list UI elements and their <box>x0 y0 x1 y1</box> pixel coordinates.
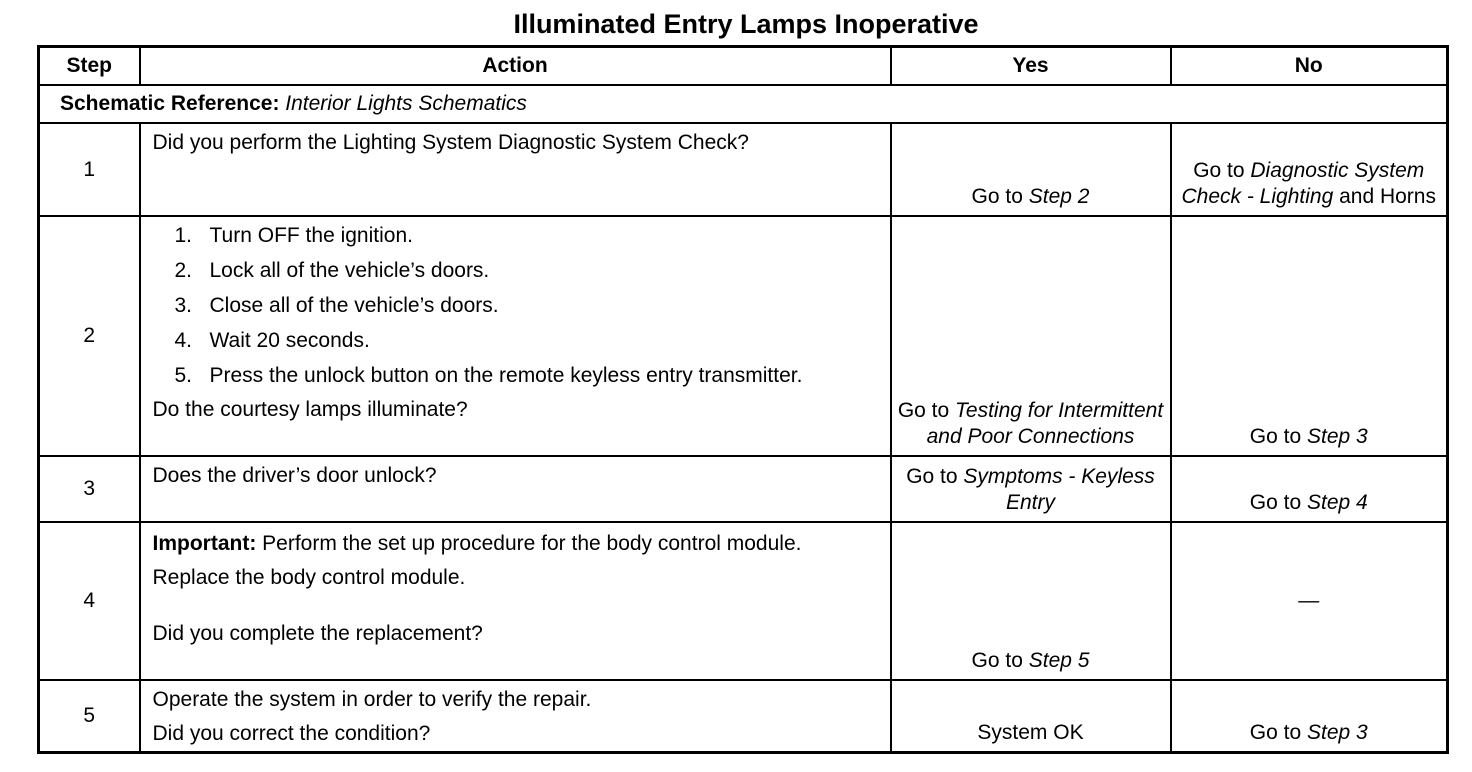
step-link[interactable]: Step 3 <box>1306 425 1368 448</box>
action-text: Replace the body control module. <box>152 566 466 589</box>
important-note: Important: Perform the set up procedure … <box>152 532 802 555</box>
header-row: Step Action Yes No <box>37 45 1449 86</box>
question-text: Did you correct the condition? <box>152 722 431 745</box>
table-row: 3 Does the driver’s door unlock? Go to S… <box>37 455 1449 523</box>
yes-cell: Go to Step 5 <box>889 521 1172 681</box>
procedure-link[interactable]: Symptoms - Keyless Entry <box>963 465 1155 514</box>
table-row: 2 1.Turn OFF the ignition. 2.Lock all of… <box>37 215 1449 457</box>
header-step: Step <box>37 45 141 86</box>
page-title: Illuminated Entry Lamps Inoperative <box>513 9 979 39</box>
action-cell: Important: Perform the set up procedure … <box>138 521 892 681</box>
schematic-row: Schematic Reference: Interior Lights Sch… <box>37 84 1449 124</box>
header-action: Action <box>138 45 892 86</box>
no-cell: Go to Step 4 <box>1169 455 1449 523</box>
procedure-link[interactable]: Testing for Intermittent and Poor Connec… <box>926 399 1164 448</box>
step-link[interactable]: Step 3 <box>1306 720 1368 744</box>
action-cell: Operate the system in order to verify th… <box>138 679 892 753</box>
action-cell: 1.Turn OFF the ignition. 2.Lock all of t… <box>138 215 892 457</box>
action-text: Did you perform the Lighting System Diag… <box>152 131 749 154</box>
step-number: 4 <box>37 521 141 681</box>
yes-cell: Go to Step 2 <box>889 122 1172 217</box>
list-item: 5.Press the unlock button on the remote … <box>174 364 803 387</box>
no-cell: — <box>1169 521 1449 681</box>
table-row: 5 Operate the system in order to verify … <box>37 679 1449 753</box>
action-text: Does the driver’s door unlock? <box>152 464 437 487</box>
header-no: No <box>1169 45 1449 86</box>
action-text: Operate the system in order to verify th… <box>152 688 592 711</box>
no-cell: Go to Step 3 <box>1169 679 1449 753</box>
schematic-reference: Schematic Reference: Interior Lights Sch… <box>37 84 1449 124</box>
diagnostic-table: Step Action Yes No Schematic Reference: … <box>37 45 1449 754</box>
table-row: 4 Important: Perform the set up procedur… <box>37 521 1449 681</box>
schematic-label: Schematic Reference: <box>60 92 280 115</box>
header-yes: Yes <box>889 45 1172 86</box>
step-number: 3 <box>37 455 141 523</box>
step-link[interactable]: Step 5 <box>1028 649 1090 672</box>
list-item: 4.Wait 20 seconds. <box>174 329 370 352</box>
no-cell: Go to Diagnostic System Check - Lighting… <box>1169 122 1449 217</box>
list-item: 2.Lock all of the vehicle’s doors. <box>174 259 490 282</box>
procedure-link[interactable]: Diagnostic System Check - Lighting <box>1181 159 1425 208</box>
list-item: 1.Turn OFF the ignition. <box>174 224 413 247</box>
yes-cell: Go to Testing for Intermittent and Poor … <box>889 215 1172 457</box>
step-link[interactable]: Step 4 <box>1306 491 1368 514</box>
list-item: 3.Close all of the vehicle’s doors. <box>174 294 499 317</box>
table-row: 1 Did you perform the Lighting System Di… <box>37 122 1449 217</box>
schematic-link[interactable]: Interior Lights Schematics <box>285 92 527 115</box>
question-text: Do the courtesy lamps illuminate? <box>152 398 468 421</box>
dash-mark: — <box>1298 589 1320 612</box>
action-cell: Did you perform the Lighting System Diag… <box>138 122 892 217</box>
yes-cell: System OK <box>889 679 1172 753</box>
step-link[interactable]: Step 2 <box>1028 185 1090 208</box>
action-cell: Does the driver’s door unlock? <box>138 455 892 523</box>
important-label: Important: <box>152 532 257 555</box>
step-number: 1 <box>37 122 141 217</box>
step-number: 5 <box>37 679 141 753</box>
step-number: 2 <box>37 215 141 457</box>
no-cell: Go to Step 3 <box>1169 215 1449 457</box>
yes-cell: Go to Symptoms - Keyless Entry <box>889 455 1172 523</box>
question-text: Did you complete the replacement? <box>152 622 483 645</box>
instruction-list: 1.Turn OFF the ignition. 2.Lock all of t… <box>141 223 890 389</box>
